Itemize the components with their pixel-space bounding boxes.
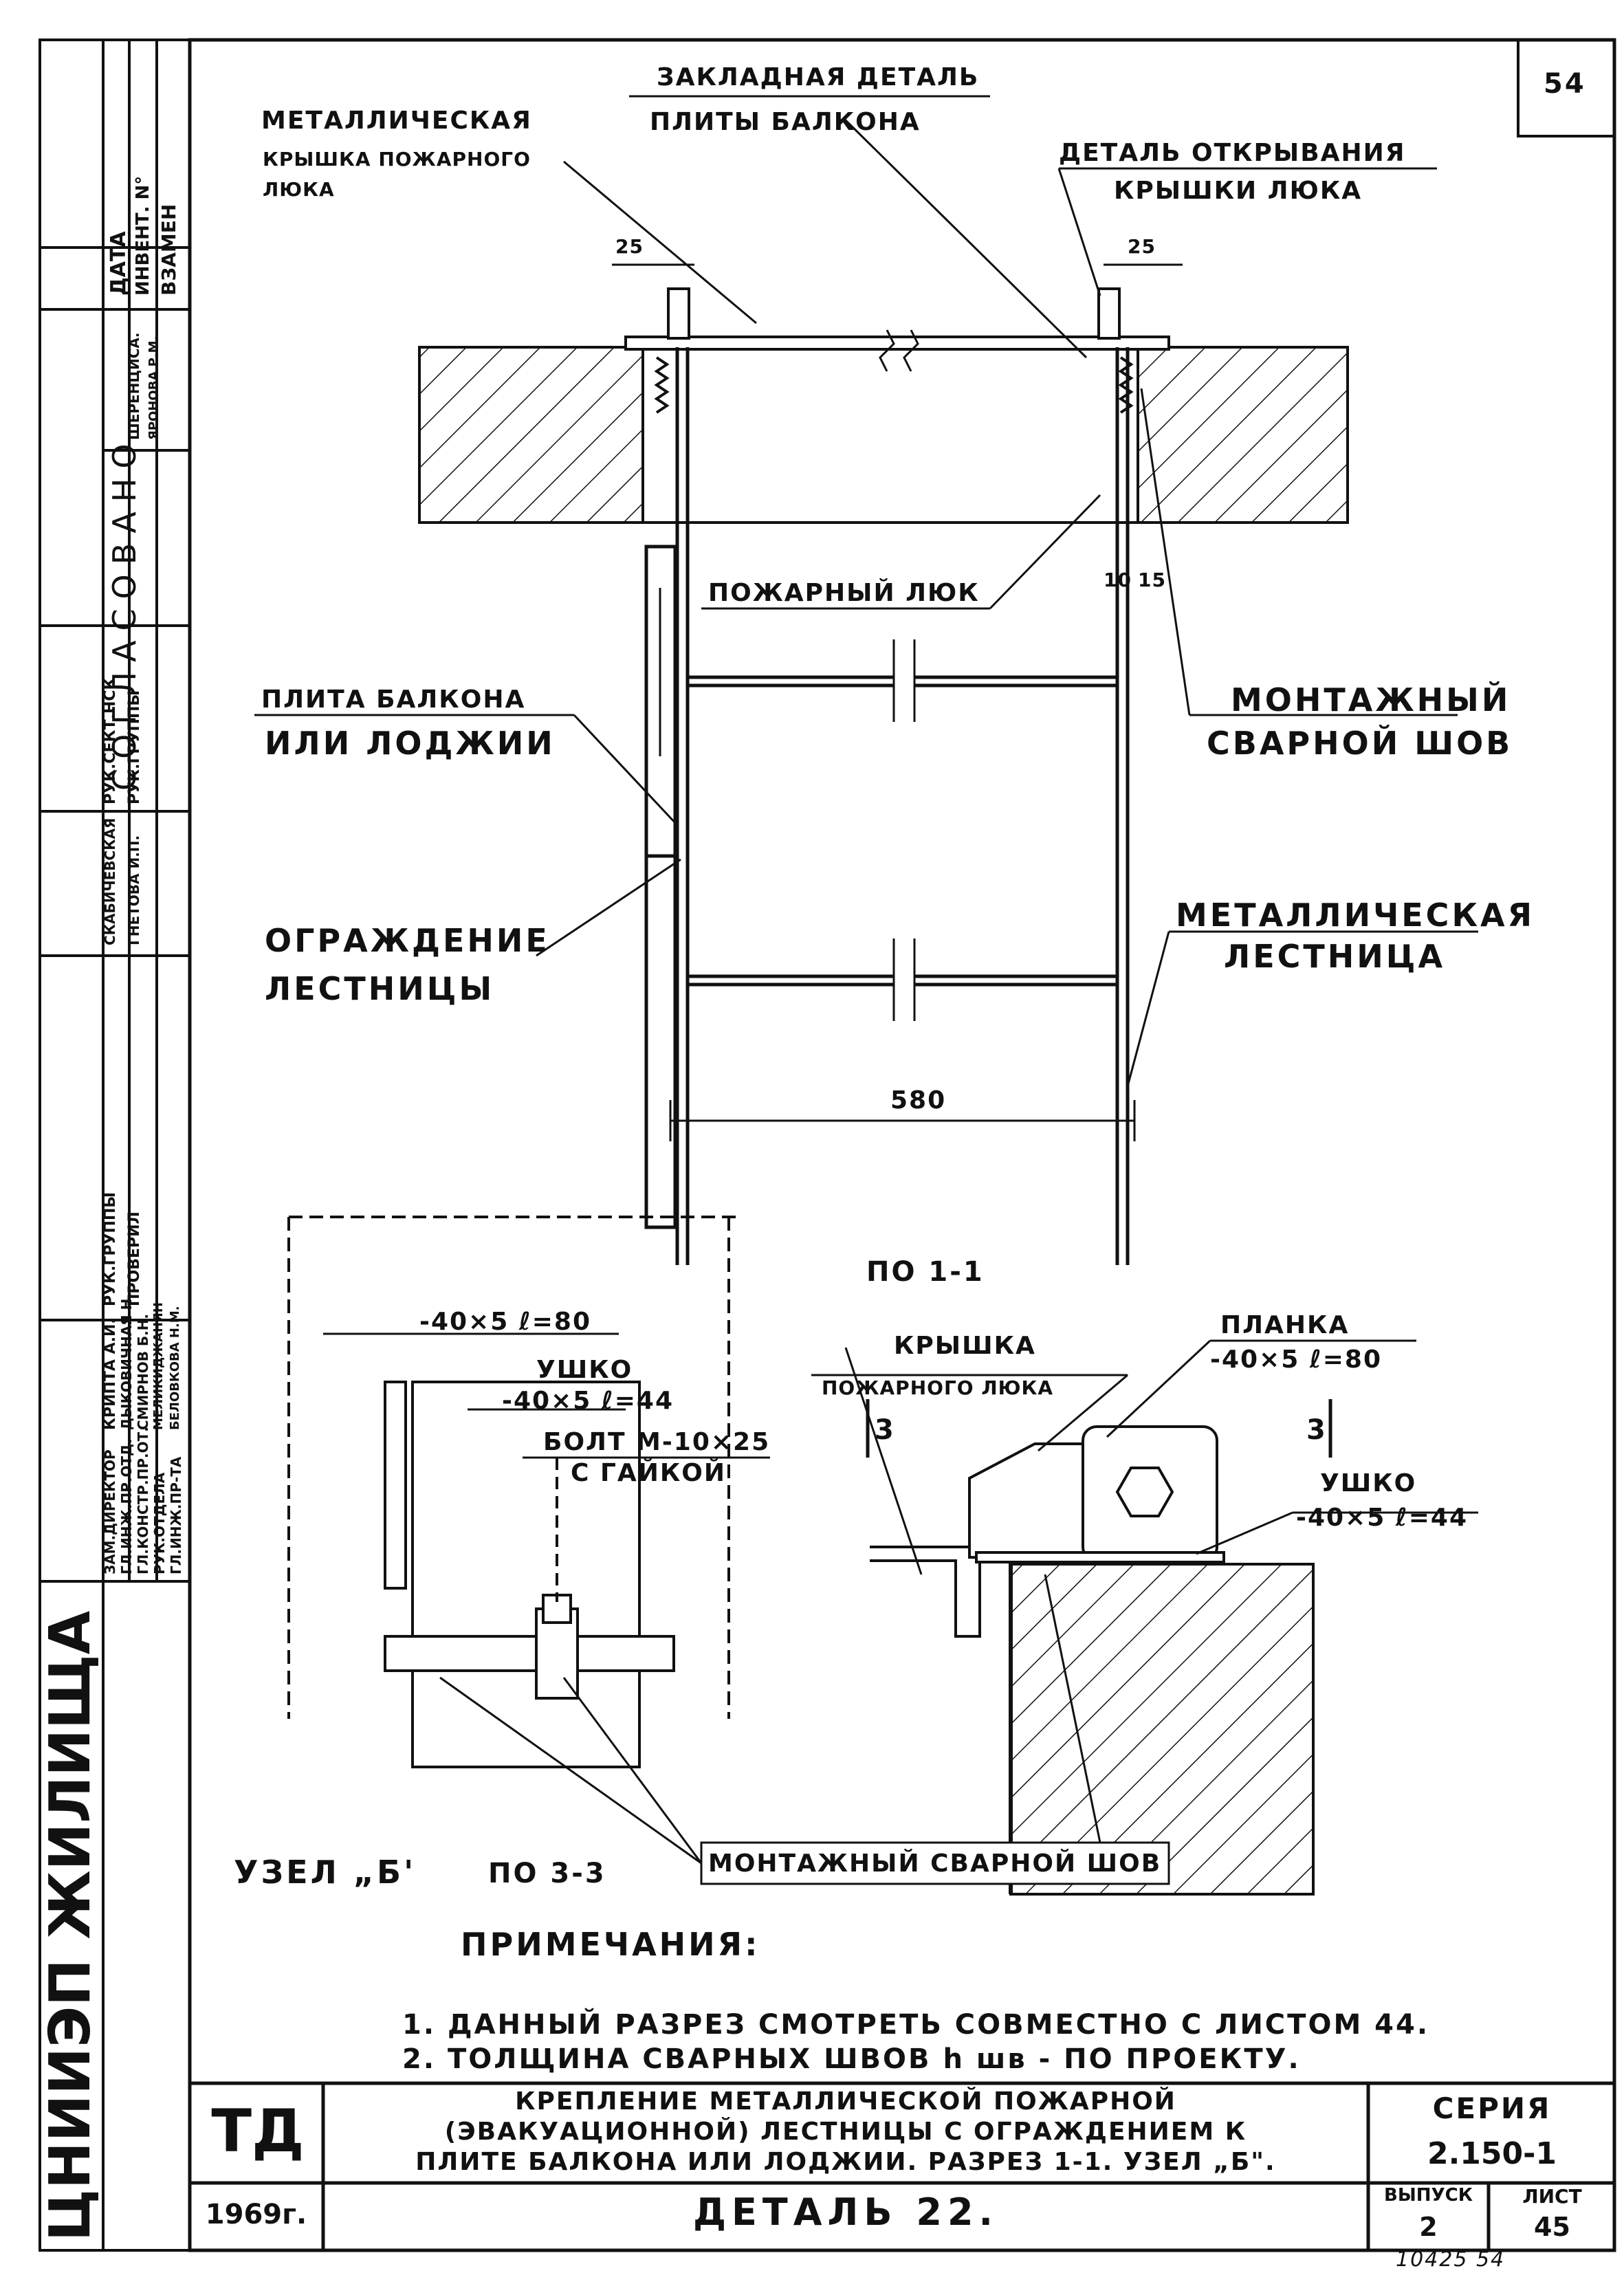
name-1: КРИПТА А.И.: [102, 1318, 119, 1430]
name-4: МЕЛИКИДЖАНЯН: [151, 1302, 166, 1430]
dim-580: 580: [890, 1086, 947, 1114]
label-ear-dim: -40×5 ℓ=44: [502, 1387, 674, 1415]
role-6: РУК.ГРУППЫ: [102, 1192, 119, 1306]
label-metal-cover-2: КРЫШКА ПОЖАРНОГО: [263, 148, 531, 171]
label-balcony-slab-1: ПЛИТА БАЛКОНА: [261, 685, 526, 714]
title-line-3: ПЛИТЕ БАЛКОНА ИЛИ ЛОДЖИИ. РАЗРЕЗ 1-1. УЗ…: [415, 2148, 1276, 2176]
label-ear-right-1: УШКО: [1320, 1469, 1417, 1497]
title-block-lines: [190, 2081, 1614, 2250]
label-mounting-weld-1: МОНТАЖНЫЙ: [1231, 681, 1511, 718]
note-1: 1. ДАННЫЙ РАЗРЕЗ СМОТРЕТЬ СОВМЕСТНО С ЛИ…: [402, 2009, 1430, 2041]
date-label: ДАТА: [107, 231, 131, 296]
label-metal-cover-1: МЕТАЛЛИЧЕСКАЯ: [261, 107, 532, 135]
label-weld: МОНТАЖНЫЙ СВАРНОЙ ШОВ: [708, 1849, 1162, 1878]
series-value: 2.150-1: [1427, 2136, 1557, 2171]
label-opening-part-2: КРЫШКИ ЛЮКА: [1114, 177, 1363, 205]
node-name: УЗЕЛ „Б': [234, 1854, 417, 1891]
dim-15: 15: [1138, 569, 1166, 591]
ladder-rails: [644, 347, 1136, 1265]
label-plate1: -40×5 ℓ=80: [419, 1308, 592, 1336]
cut-mark-right: 3: [1306, 1414, 1328, 1446]
label-embedded-part-1: ЗАКЛАДНАЯ ДЕТАЛЬ: [657, 63, 980, 91]
role-1: ЗАМ.ДИРЕКТОР: [102, 1449, 118, 1574]
org-name: ЦНИИЭП ЖИЛИЩА: [38, 1610, 103, 2241]
label-ear: УШКО: [536, 1356, 633, 1384]
name-3: СМИРНОВ Б.Н.: [135, 1313, 151, 1430]
role-5: ГЛ.ИНЖ.ПР-ТА: [168, 1456, 184, 1574]
notes-title: ПРИМЕЧАНИЯ:: [461, 1926, 760, 1963]
dim-25-right: 25: [1128, 235, 1156, 258]
inv-label: ИНВЕНТ. N°: [133, 175, 153, 296]
name-2: ДЫКОВИЧНАЯ Н.: [118, 1293, 135, 1430]
label-opening-part-1: ДЕТАЛЬ ОТКРЫВАНИЯ: [1059, 139, 1406, 167]
td-mark: ТД: [211, 2097, 305, 2166]
label-cover-2: ПОЖАРНОГО ЛЮКА: [822, 1376, 1054, 1399]
name-8: ШЕРЕНЦИСА.: [126, 332, 142, 440]
role-2: ГЛ.ИНЖ.ПР.ОТД.: [118, 1438, 135, 1574]
label-metal-ladder-1: МЕТАЛЛИЧЕСКАЯ: [1176, 897, 1535, 934]
sheet-number: 54: [1544, 68, 1586, 100]
name-5: БЕЛОВКОВА Н.М.: [168, 1306, 182, 1430]
name-6: СКАБИЧЕВСКАЯ: [102, 817, 118, 945]
label-ear-right-2: -40×5 ℓ=44: [1296, 1504, 1469, 1532]
name-9: ЯРОНОВА Р.М.: [146, 336, 161, 440]
replace-label: ВЗАМЕН: [157, 204, 180, 296]
label-ladder-guard-2: ЛЕСТНИЦЫ: [265, 970, 495, 1007]
section-3-3: ПО 3-3: [488, 1858, 606, 1889]
label-bolt: БОЛТ М-10×25: [543, 1428, 771, 1456]
series-label: СЕРИЯ: [1432, 2091, 1552, 2125]
dim-25-left: 25: [615, 235, 644, 258]
dim-10: 10: [1104, 569, 1132, 591]
cut-mark-left: 3: [875, 1414, 896, 1446]
issue-label: ВЫПУСК: [1384, 2185, 1473, 2206]
sheet-label: ЛИСТ: [1522, 2185, 1582, 2208]
label-fire-hatch: ПОЖАРНЫЙ ЛЮК: [708, 579, 980, 607]
role-9: РУК.ГРУППЫ: [126, 690, 143, 804]
label-planka-1: ПЛАНКА: [1220, 1311, 1350, 1339]
label-embedded-part-2: ПЛИТЫ БАЛКОНА: [650, 108, 921, 136]
label-ladder-guard-1: ОГРАЖДЕНИЕ: [265, 922, 550, 959]
name-7: ГНЕТОВА И.П.: [126, 835, 142, 945]
label-cover-1: КРЫШКА: [894, 1332, 1036, 1360]
label-nut: С ГАЙКОЙ: [571, 1459, 727, 1487]
issue-value: 2: [1419, 2212, 1438, 2242]
label-mounting-weld-2: СВАРНОЙ ШОВ: [1207, 725, 1513, 762]
side-stamp-lines: [39, 39, 191, 2252]
note-2: 2. ТОЛЩИНА СВАРНЫХ ШВОВ h шв - ПО ПРОЕКТ…: [402, 2043, 1301, 2075]
detail: ДЕТАЛЬ 22.: [692, 2190, 999, 2234]
role-4: РУК.ОТДЕЛА: [151, 1472, 168, 1574]
label-metal-ladder-2: ЛЕСТНИЦА: [1224, 938, 1446, 975]
title-line-1: КРЕПЛЕНИЕ МЕТАЛЛИЧЕСКОЙ ПОЖАРНОЙ: [515, 2087, 1176, 2116]
leader-lines: [254, 95, 1478, 1087]
title-line-2: (ЭВАКУАЦИОННОЙ) ЛЕСТНИЦЫ С ОГРАЖДЕНИЕМ К: [444, 2118, 1247, 2146]
node-b-left: [287, 1216, 770, 1768]
handwritten-number: 10425 54: [1396, 2248, 1506, 2272]
section-caption-1-1: ПО 1-1: [866, 1256, 985, 1288]
year: 1969г.: [205, 2199, 307, 2230]
role-7: ПРОВЕРИЛ: [126, 1211, 143, 1306]
sheet-value: 45: [1534, 2212, 1570, 2242]
label-balcony-slab-2: ИЛИ ЛОДЖИИ: [265, 725, 556, 762]
slab-section: [418, 287, 1349, 524]
role-3: ГЛ.КОНСТР.ПР.ОТ.: [135, 1427, 151, 1574]
label-planka-2: -40×5 ℓ=80: [1210, 1346, 1383, 1374]
label-metal-cover-3: ЛЮКА: [263, 178, 335, 201]
role-8: РУК.СЕКТ.НСК: [102, 677, 119, 805]
node-b-right: [439, 1339, 1478, 1896]
